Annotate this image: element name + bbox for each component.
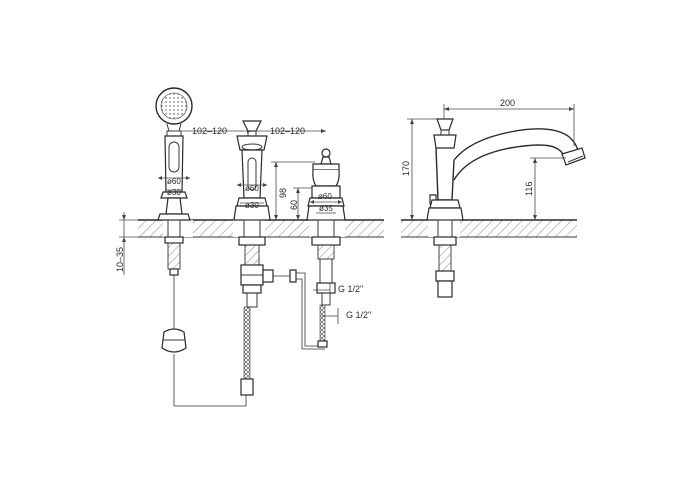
handshower-d-top-label: ø60 bbox=[167, 177, 181, 186]
side-length-label: 200 bbox=[500, 98, 515, 108]
side-outlet-height-dimension: 116 bbox=[524, 157, 566, 220]
deck-right bbox=[401, 219, 577, 238]
handshower-d-base-label: ø30 bbox=[167, 188, 181, 197]
thread-dimensions: G 1/2" G 1/2" bbox=[313, 283, 371, 324]
side-length-dimension: 200 bbox=[443, 98, 575, 146]
thread-lower-label: G 1/2" bbox=[346, 310, 371, 320]
gap-left-label: 102–120 bbox=[192, 126, 227, 136]
valve bbox=[306, 148, 346, 348]
side-outlet-height-label: 116 bbox=[524, 182, 534, 196]
deck-left bbox=[138, 219, 384, 238]
side-height-dimension: 170 bbox=[401, 118, 437, 220]
spout-d-base-label: ø30 bbox=[245, 201, 259, 210]
gap-right-dimension: 102–120 bbox=[252, 126, 326, 136]
spout-side bbox=[426, 118, 586, 298]
spout-height-dimension: 98 bbox=[271, 161, 315, 220]
spout-height-label: 98 bbox=[278, 188, 288, 198]
spout-front bbox=[233, 120, 325, 396]
valve-d-base-label: ø35 bbox=[319, 204, 333, 213]
valve-height-dimension: 60 bbox=[289, 187, 312, 220]
side-height-label: 170 bbox=[401, 161, 411, 176]
valve-d-top-label: ø60 bbox=[318, 192, 332, 201]
handshower-dimensions: ø60 ø30 bbox=[158, 176, 190, 197]
deck-thickness-dimension: 10–35 bbox=[115, 212, 138, 275]
valve-dimensions: ø60 ø35 bbox=[310, 192, 342, 214]
gap-right-label: 102–120 bbox=[270, 126, 305, 136]
spout-d-top-label: ø60 bbox=[245, 184, 259, 193]
thread-upper-label: G 1/2" bbox=[338, 284, 363, 294]
front-view: ø60 ø30 102–120 bbox=[115, 87, 384, 407]
spout-front-dimensions: ø60 ø30 bbox=[237, 183, 267, 210]
valve-height-label: 60 bbox=[289, 200, 299, 210]
gap-left-dimension: 102–120 bbox=[174, 126, 252, 136]
side-view: 200 170 116 bbox=[401, 98, 586, 298]
deck-thickness-label: 10–35 bbox=[115, 247, 125, 272]
